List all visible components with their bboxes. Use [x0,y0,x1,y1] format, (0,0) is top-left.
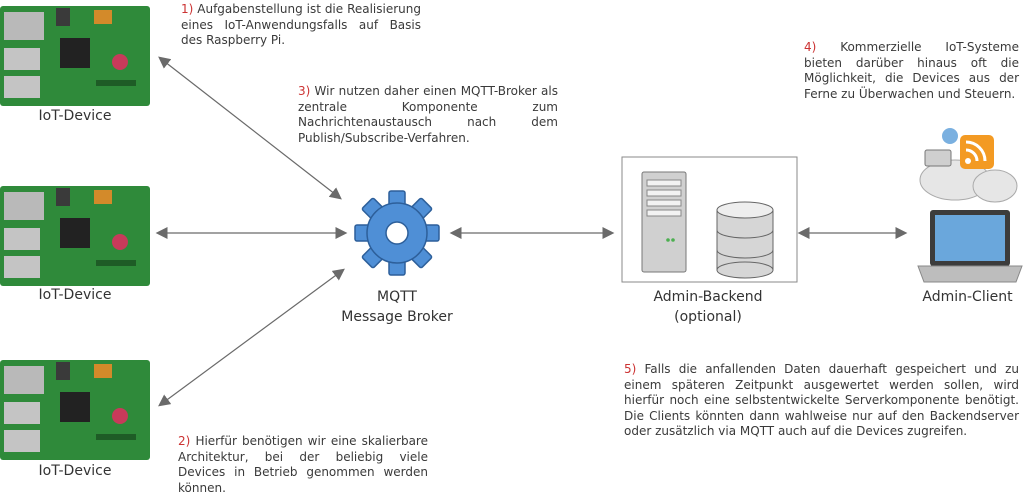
server-tower-icon [641,171,687,273]
note-2-text: Hierfür benötigen wir eine skalierbare A… [178,434,428,495]
backend-label-line1: Admin-Backend [653,289,763,305]
device-label-2: IoT-Device [38,287,112,303]
note-5-number: 5) [624,362,637,376]
device-icons [0,6,150,460]
arrow-device1-broker [158,56,342,200]
note-1-text: Aufgabenstellung ist die Realisierung ei… [181,2,421,47]
note-5: 5) Falls die anfallenden Daten dauerhaft… [624,362,1019,440]
laptop-icon [917,210,1023,283]
connector-layer [155,56,908,407]
note-1: 1) Aufgabenstellung ist die Realisierung… [181,2,421,49]
broker-icon-layer [354,190,440,276]
note-4-number: 4) [804,40,817,54]
broker-label-line1: MQTT [377,289,417,305]
note-5-text: Falls die anfallenden Daten dauerhaft ge… [624,362,1019,438]
backend-icon-layer [621,156,798,283]
backend-label-line2: (optional) [674,309,742,325]
cloud-rss-icon [919,128,1018,203]
note-4: 4) Kommerzielle IoT-Systeme bieten darüb… [804,40,1019,102]
raspberry-pi-board-icon [0,6,150,106]
note-3: 3) Wir nutzen daher einen MQTT-Broker al… [298,84,558,146]
broker-label-line2: Message Broker [341,309,453,325]
device-label-1: IoT-Device [38,108,112,124]
note-3-number: 3) [298,84,311,98]
client-icon-layer [917,128,1023,283]
note-2-number: 2) [178,434,191,448]
raspberry-pi-board-icon [0,360,150,460]
client-label: Admin-Client [922,289,1013,305]
note-2: 2) Hierfür benötigen wir eine skalierbar… [178,434,428,496]
arrow-device3-broker [158,268,345,407]
note-4-text: Kommerzielle IoT-Systeme bieten darüber … [804,40,1019,101]
note-1-number: 1) [181,2,194,16]
gear-icon [354,190,440,276]
database-icon [716,201,774,279]
device-label-3: IoT-Device [38,463,112,479]
raspberry-pi-board-icon [0,186,150,286]
note-3-text: Wir nutzen daher einen MQTT-Broker als z… [298,84,558,145]
